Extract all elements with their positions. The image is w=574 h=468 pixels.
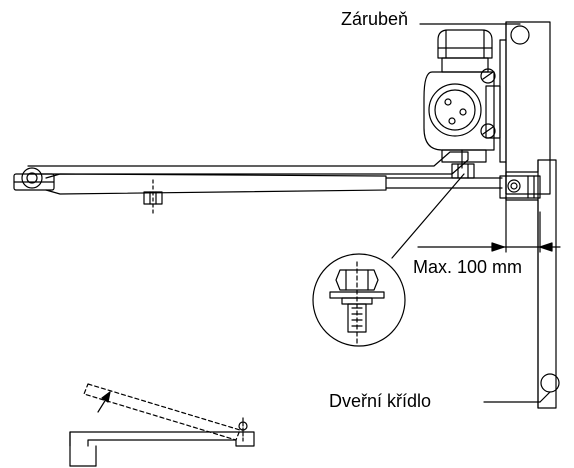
label-max-distance: Max. 100 mm [413, 257, 523, 277]
door-leaf [505, 159, 560, 409]
forearm [45, 163, 503, 216]
side-view [69, 383, 255, 467]
closer-body [423, 29, 501, 169]
bolt-detail-circle [312, 253, 406, 347]
arm-shoe [499, 175, 541, 199]
leader-lines [419, 23, 551, 403]
dimension-max-100mm [417, 195, 561, 253]
label-door-leaf: Dveřní křídlo [329, 391, 432, 411]
frame-screw-hole [510, 25, 530, 45]
label-frame: Zárubeň [341, 9, 409, 29]
detail-callout [312, 173, 465, 347]
door-frame [499, 21, 551, 195]
main-arm [13, 151, 469, 191]
